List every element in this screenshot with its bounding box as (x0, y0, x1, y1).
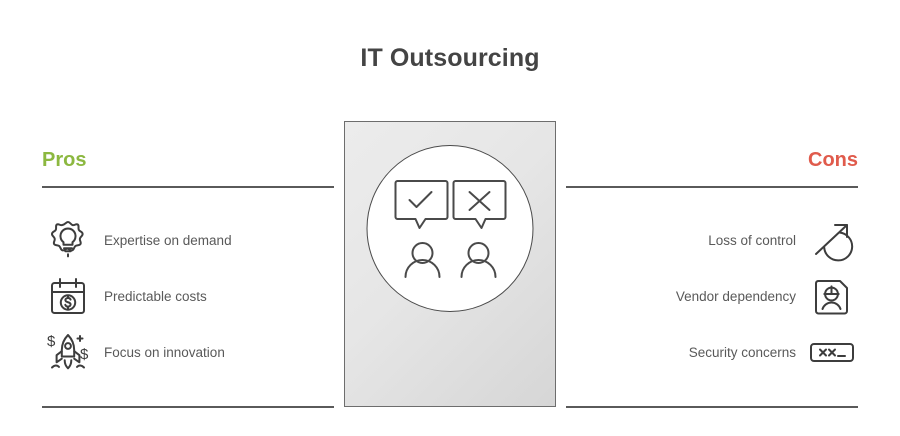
list-item[interactable]: Predictable costs (42, 268, 334, 324)
list-item-label: Predictable costs (104, 288, 207, 304)
cons-item-list: Loss of control Vendor dependency (566, 212, 858, 380)
pros-column: Pros Expertise on demand (42, 148, 334, 380)
cons-heading: Cons (808, 149, 858, 171)
center-illustration-panel (344, 121, 556, 407)
password-field-icon (806, 326, 858, 378)
page-title: IT Outsourcing (360, 44, 540, 72)
lightbulb-gear-icon (42, 214, 94, 266)
list-item-label: Loss of control (708, 232, 796, 248)
list-item-label: Expertise on demand (104, 232, 232, 248)
circle-escaping-arrow-icon (806, 214, 858, 266)
cons-bottom-divider (566, 406, 858, 408)
list-item[interactable]: Expertise on demand (42, 212, 334, 268)
rocket-dollar-icon: $ $ (42, 326, 94, 378)
list-item-label: Security concerns (688, 344, 796, 360)
pros-divider (42, 186, 334, 188)
pros-item-list: Expertise on demand (42, 212, 334, 380)
svg-text:$: $ (80, 346, 89, 363)
list-item[interactable]: $ $ Focus on innovation (42, 324, 334, 380)
svg-text:$: $ (47, 333, 56, 350)
list-item-label: Focus on innovation (104, 344, 225, 360)
worker-id-badge-icon (806, 270, 858, 322)
list-item[interactable]: Security concerns (566, 324, 858, 380)
cons-column: Cons Loss of control Vendor dependency (566, 148, 858, 380)
list-item[interactable]: Vendor dependency (566, 268, 858, 324)
list-item-label: Vendor dependency (675, 288, 796, 304)
calendar-dollar-icon (42, 270, 94, 322)
center-illustration-circle (366, 145, 534, 312)
list-item[interactable]: Loss of control (566, 212, 858, 268)
pros-bottom-divider (42, 406, 334, 408)
pros-heading: Pros (42, 149, 87, 171)
two-people-with-speech-bubbles-illustration (394, 179, 506, 278)
cons-divider (566, 186, 858, 188)
